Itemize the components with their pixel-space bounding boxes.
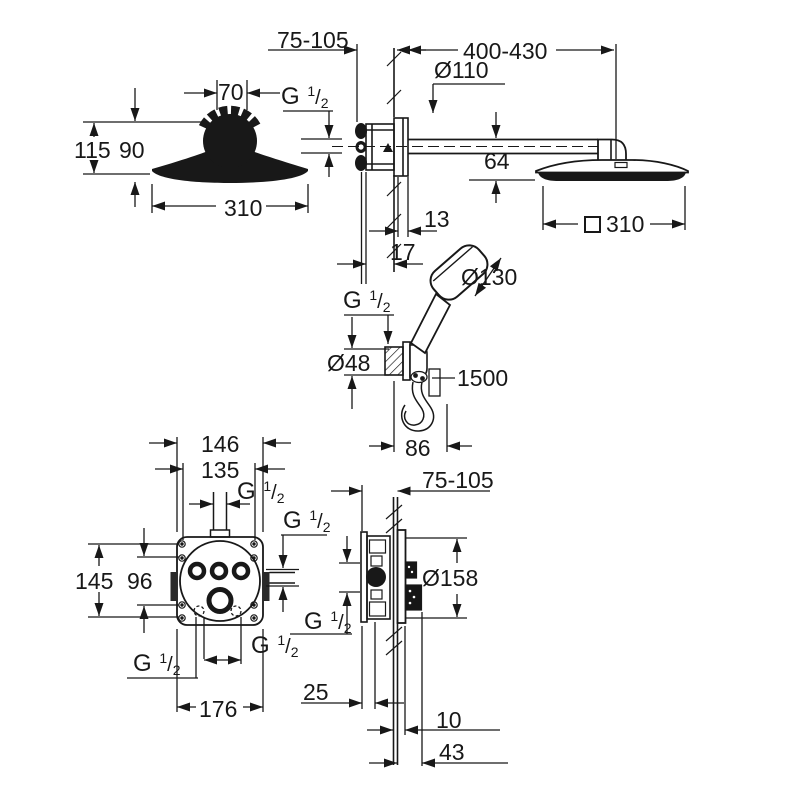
valve-port-small-3 <box>231 561 251 581</box>
union-screws <box>355 123 393 171</box>
dim-hand-shower-diameter: Ø130 <box>461 264 518 290</box>
dim-depth-10: 10 <box>436 707 462 733</box>
wall-hatch-ticks <box>385 504 403 656</box>
dim-hose-length: 1500 <box>457 365 509 391</box>
dim-valve-right-thread: G 1/2 <box>283 507 331 535</box>
valve-front-dimensions <box>88 437 327 712</box>
shower-hose <box>403 381 425 426</box>
head-silhouette-dimensions <box>83 80 342 213</box>
arm-elbow <box>597 138 627 162</box>
hidden-port-right <box>230 605 242 617</box>
top-port-nut <box>209 529 231 538</box>
trim-plate-edge <box>396 529 407 624</box>
hand-shower-face-edge <box>432 246 473 282</box>
cap-nozzle-segments <box>198 105 262 130</box>
dim-wall-depth-bottom: 75-105 <box>422 467 494 493</box>
dim-holder-reach: 86 <box>405 435 431 461</box>
shower-arm-side-view <box>332 48 689 272</box>
head-joint-detail <box>614 161 628 169</box>
dim-escutcheon-depth: 13 <box>424 206 450 232</box>
dim-head-total-height: 115 <box>74 137 111 163</box>
dim-valve-bottom-left-thread: G 1/2 <box>133 650 181 678</box>
dim-valve-outer-height: 145 <box>75 568 114 594</box>
valve-side-view <box>360 497 423 765</box>
shower-hose-outer <box>400 381 435 432</box>
shower-arm-dimensions <box>268 44 686 284</box>
dim-valve-top-thread: G 1/2 <box>237 478 285 506</box>
valve-face-circle <box>179 540 261 622</box>
head-spray-face <box>538 172 686 181</box>
dim-valve-bottom-center-thread: G 1/2 <box>251 632 299 660</box>
side-tab-left <box>170 572 177 601</box>
mounting-screws <box>178 540 258 622</box>
dim-head-square-size: 310 <box>584 213 644 236</box>
holder-wall-plate <box>402 341 411 381</box>
dim-valve-side-thread: G 1/2 <box>304 608 352 636</box>
hand-shower-head <box>429 244 489 301</box>
dim-valve-screw-height: 96 <box>127 568 153 594</box>
valve-port-small-2 <box>209 561 229 581</box>
dim-hand-union-diameter: Ø48 <box>327 350 371 376</box>
head-shower-body <box>535 159 689 174</box>
hose-nut <box>410 370 428 384</box>
dim-head-drop-height: 64 <box>484 148 510 174</box>
dim-head-top-width: 70 <box>218 79 244 105</box>
dim-valve-outer-width: 146 <box>201 431 240 457</box>
ball-joint <box>203 114 257 168</box>
dim-depth-43: 43 <box>439 739 465 765</box>
hose-spout <box>428 368 441 397</box>
valve-port-large <box>206 587 234 614</box>
hand-shower-dimensions <box>344 257 502 452</box>
dim-hand-union-thread: G 1/2 <box>343 287 391 315</box>
dim-trim-plate-diameter: Ø158 <box>422 565 479 591</box>
holder-wall-elbow <box>384 346 404 376</box>
dim-arm-length: 400-430 <box>463 38 548 64</box>
upper-knob <box>404 561 418 579</box>
valve-cartridge <box>366 567 386 587</box>
dim-valve-bottom-width: 176 <box>199 696 238 722</box>
dim-wall-depth-top: 75-105 <box>277 27 349 53</box>
valve-side-dimensions <box>290 485 508 768</box>
flow-arrow-marker <box>383 143 393 152</box>
head-shower-silhouette-view <box>152 105 308 183</box>
dim-arm-escutcheon-diameter: Ø110 <box>434 57 489 83</box>
valve-front-view <box>170 492 295 626</box>
dim-head-ball-height: 90 <box>119 137 145 163</box>
hidden-port-left <box>193 605 205 617</box>
dim-head-thread: G 1/2 <box>281 83 329 111</box>
hand-shower-handle <box>409 292 452 355</box>
arm-escutcheon <box>393 117 409 177</box>
dim-valve-screw-width: 135 <box>201 457 240 483</box>
valve-port-small-1 <box>187 561 207 581</box>
hand-shower-view <box>360 172 489 432</box>
dim-depth-25: 25 <box>303 679 329 705</box>
dim-head-diameter: 310 <box>224 195 263 221</box>
dim-union-depth: 17 <box>390 239 416 265</box>
